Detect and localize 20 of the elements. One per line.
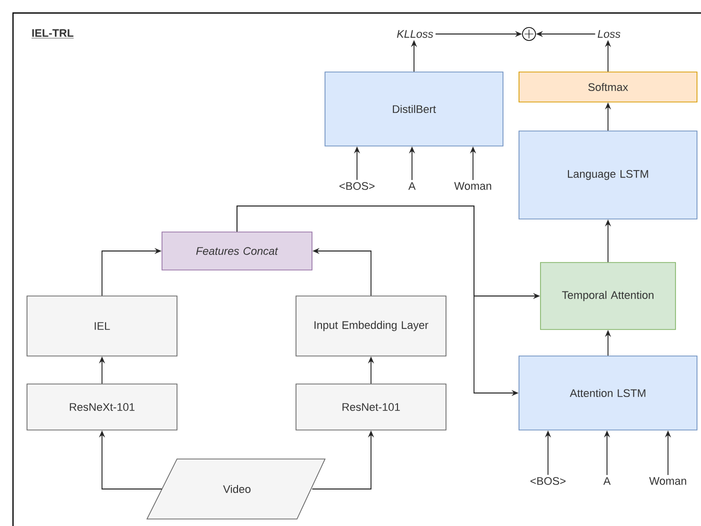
- layer-box: Input Embedding Layer: [296, 296, 446, 356]
- token-label: A: [408, 182, 416, 190]
- lstm-box: Attention LSTM: [518, 356, 698, 430]
- backbone-box: ResNet-101: [296, 384, 446, 430]
- token-label: Woman: [454, 182, 492, 190]
- attention-box: Temporal Attention: [540, 262, 676, 330]
- softmax-box: Softmax: [518, 72, 698, 102]
- loss-label: Loss: [598, 30, 620, 38]
- token-label: <BOS>: [340, 182, 374, 190]
- lstm-box: Language LSTM: [518, 130, 698, 220]
- concat-box: Features Concat: [162, 232, 312, 270]
- loss-label: KLLoss: [397, 30, 434, 38]
- token-label: A: [603, 477, 611, 485]
- layer-box: IEL: [26, 296, 178, 356]
- backbone-box: ResNeXt-101: [26, 384, 178, 430]
- token-label: <BOS>: [530, 477, 566, 485]
- model-box: DistilBert: [324, 72, 504, 146]
- diagram-title: IEL-TRL: [31, 29, 74, 38]
- token-label: Woman: [649, 477, 686, 485]
- sum-circle: [522, 27, 536, 41]
